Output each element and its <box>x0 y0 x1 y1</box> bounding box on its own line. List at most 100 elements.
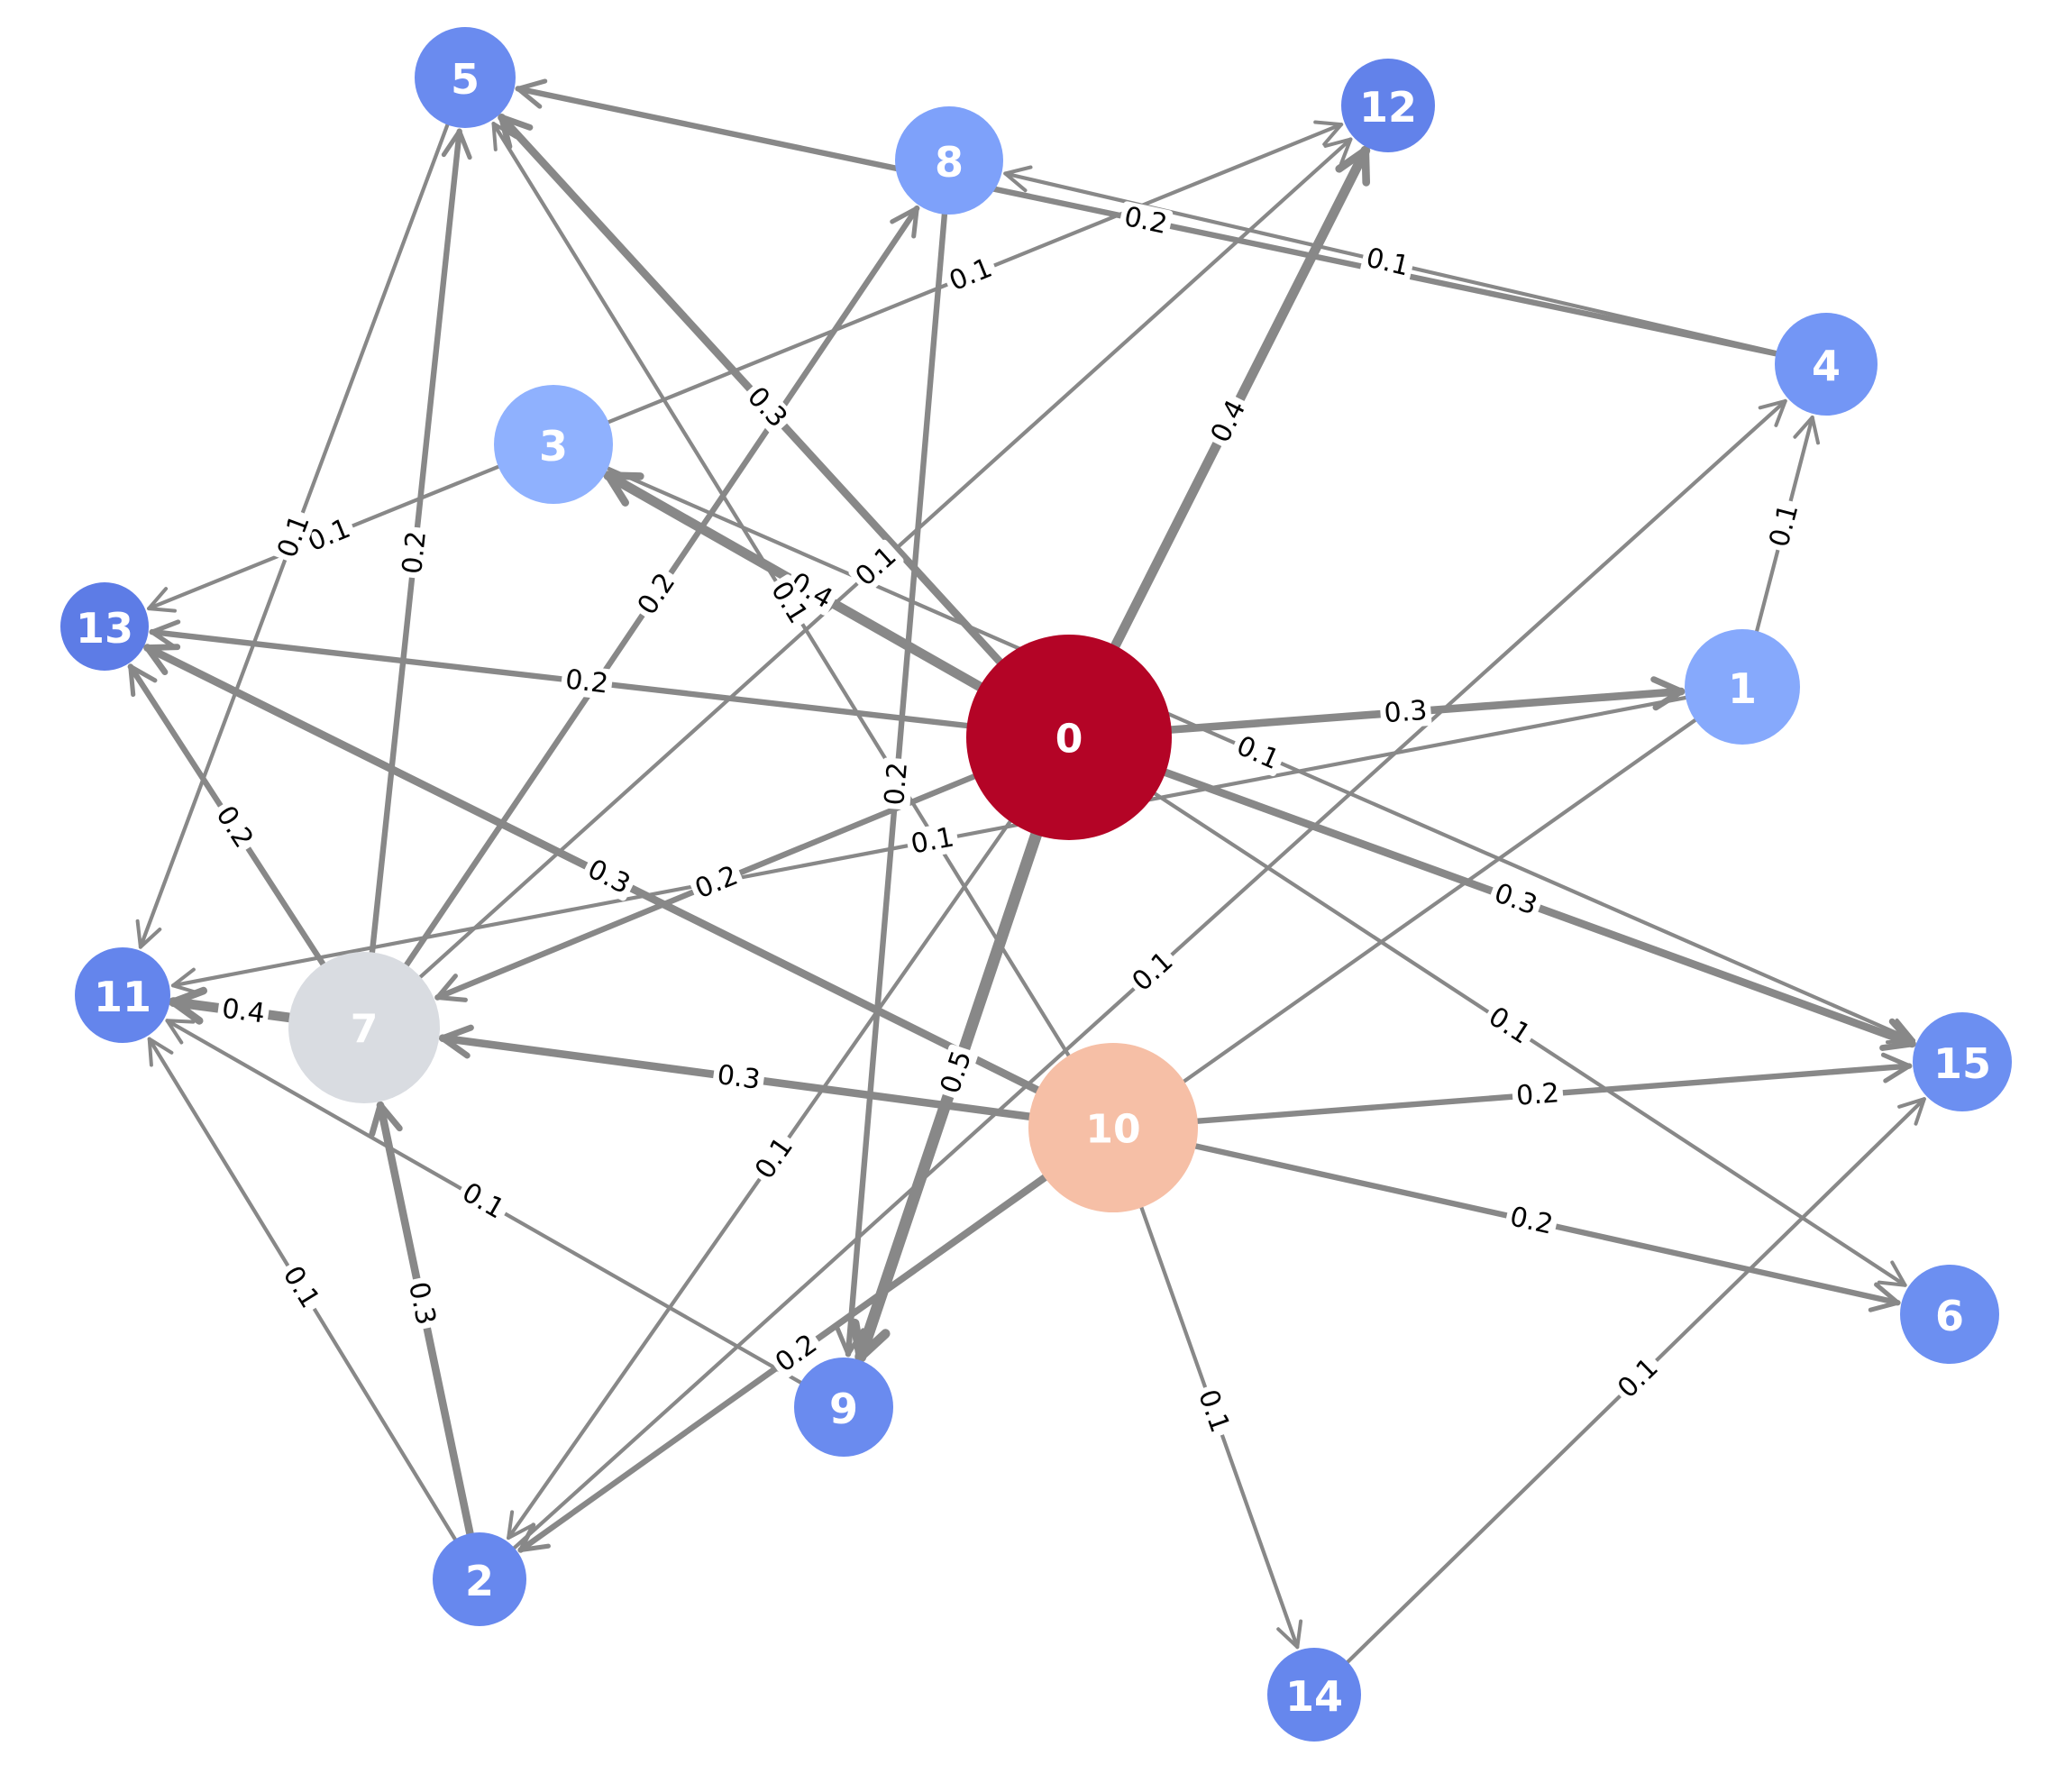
arrow-head-icon <box>507 1510 534 1541</box>
svg-text:0.1: 0.1 <box>1764 500 1805 550</box>
edge-weight-label: 0.1 <box>454 1176 512 1226</box>
arrow-head-icon <box>1879 1018 1915 1051</box>
edge-weight-label: 0.1 <box>748 1129 800 1187</box>
node-label: 15 <box>1933 1039 1991 1088</box>
arrow-head-icon <box>1276 1619 1303 1650</box>
arrow-head-icon <box>491 122 518 151</box>
edge-0-to-15 <box>1161 768 1916 1051</box>
node-label: 3 <box>539 422 568 471</box>
node-label: 10 <box>1085 1107 1140 1153</box>
arrow-head-icon <box>1877 1260 1907 1287</box>
node-label: 4 <box>1812 342 1841 390</box>
arrow-head-icon <box>369 1102 403 1138</box>
node-label: 14 <box>1285 1672 1343 1721</box>
node-label: 6 <box>1935 1292 1964 1340</box>
svg-text:0.4: 0.4 <box>220 992 267 1029</box>
arrow-head-icon <box>1758 398 1787 427</box>
node-14: 14 <box>1267 1648 1361 1742</box>
svg-text:0.2: 0.2 <box>1507 1201 1556 1241</box>
node-label: 11 <box>94 973 151 1021</box>
node-circle <box>415 27 516 128</box>
edge-weight-label: 0.3 <box>1487 877 1544 922</box>
arrow-head-icon <box>1335 146 1370 187</box>
arrow-head-icon <box>1003 165 1033 193</box>
svg-text:0.1: 0.1 <box>909 821 956 860</box>
edge-weight-label: 0.1 <box>905 821 960 861</box>
arrow-head-icon <box>439 1024 474 1059</box>
edge-weight-label: 0.1 <box>276 1258 326 1316</box>
node-3: 3 <box>494 385 613 504</box>
edge-weight-label: 0.2 <box>1503 1201 1559 1241</box>
node-12: 12 <box>1341 59 1435 152</box>
edge-weight-label: 0.1 <box>942 252 1000 297</box>
arrow-head-icon <box>147 1037 174 1067</box>
svg-text:0.1: 0.1 <box>749 1131 800 1184</box>
arrow-head-icon <box>1880 1052 1912 1083</box>
node-label: 7 <box>351 1007 379 1053</box>
edge-weight-label: 0.2 <box>879 757 914 810</box>
node-circle <box>1913 1012 2012 1111</box>
edge-weight-label: 0.1 <box>1229 730 1286 776</box>
edge-0-to-12 <box>1110 145 1371 651</box>
edge-weight-label: 0.4 <box>216 992 270 1030</box>
arrow-head-icon <box>441 129 472 160</box>
node-circle <box>60 582 149 671</box>
arrow-head-icon <box>1793 416 1820 445</box>
arrow-head-icon <box>147 587 177 613</box>
node-10: 10 <box>1028 1043 1198 1212</box>
node-2: 2 <box>433 1532 526 1626</box>
node-9: 9 <box>794 1358 893 1457</box>
node-label: 9 <box>829 1385 858 1433</box>
edge-0-to-2 <box>506 819 1012 1541</box>
arrow-head-icon <box>850 1318 891 1362</box>
svg-text:0.3: 0.3 <box>402 1279 442 1328</box>
arrow-head-icon <box>1897 1097 1926 1126</box>
edge-weight-label: 0.4 <box>1204 393 1253 450</box>
node-5: 5 <box>415 27 516 128</box>
arrow-head-icon <box>1886 1018 1915 1045</box>
node-circle <box>433 1532 526 1626</box>
node-0: 0 <box>966 635 1172 840</box>
node-circle <box>75 947 170 1043</box>
arrow-head-icon <box>434 974 468 1002</box>
node-label: 13 <box>76 604 133 653</box>
edge-weight-label: 0.2 <box>397 526 433 580</box>
edge-weight-label: 0.2 <box>1512 1077 1564 1112</box>
edge-weight-label: 0.2 <box>631 565 682 623</box>
arrow-head-icon <box>498 114 534 150</box>
edge-weight-label: 0.3 <box>711 1059 766 1096</box>
svg-text:0.2: 0.2 <box>1121 201 1170 241</box>
node-circle <box>1028 1043 1198 1212</box>
edge-weight-label: 0.3 <box>1379 695 1432 729</box>
node-circle <box>1775 313 1878 416</box>
arrow-head-icon <box>135 919 162 949</box>
arrow-head-icon <box>1323 137 1353 166</box>
node-circle <box>494 385 613 504</box>
edge-weight-label: 0.1 <box>1764 498 1805 553</box>
edge-weight-label: 0.1 <box>1481 1000 1538 1052</box>
node-13: 13 <box>60 582 149 671</box>
arrow-head-icon <box>128 663 158 698</box>
svg-text:0.1: 0.1 <box>1363 242 1412 283</box>
node-label: 8 <box>935 138 964 187</box>
edge-weight-label: 0.2 <box>688 860 745 905</box>
edge-weight-label: 0.1 <box>271 507 316 565</box>
edge-weight-label: 0.1 <box>1192 1383 1236 1440</box>
edge-labels-layer: 0.3 0.4 0.5 0.4 0.2 0.3 0.3 0.1 0.1 0.2 0.1 0.1 0.1 0… <box>209 201 1805 1440</box>
edge-weight-label: 0.3 <box>402 1275 442 1331</box>
arrow-head-icon <box>890 206 919 239</box>
node-label: 2 <box>465 1557 494 1605</box>
edge-0-to-13 <box>149 619 970 729</box>
node-6: 6 <box>1900 1265 1999 1364</box>
node-label: 5 <box>451 55 480 104</box>
edge-weight-label: 0.5 <box>935 1044 978 1101</box>
svg-text:0.3: 0.3 <box>1383 695 1428 729</box>
arrow-head-icon <box>144 644 181 676</box>
node-circle <box>895 106 1003 215</box>
node-1: 1 <box>1685 629 1800 745</box>
arrow-head-icon <box>165 1019 196 1045</box>
svg-text:0.2: 0.2 <box>879 761 914 806</box>
node-circle <box>966 635 1172 840</box>
